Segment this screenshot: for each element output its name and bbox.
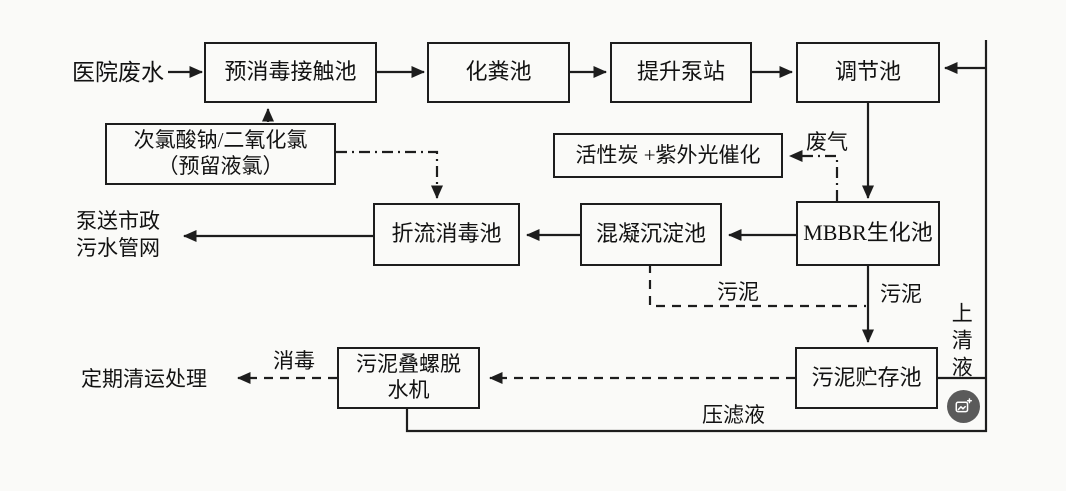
node-label: 预消毒接触池 (224, 59, 357, 85)
node-chemical-dosing: 次氯酸钠/二氧化氯 （预留液氯） (105, 123, 336, 185)
label-disinfection: 消毒 (273, 349, 315, 373)
node-sludge-dewatering-machine: 污泥叠螺脱 水机 (337, 347, 480, 409)
label-periodic-disposal: 定期清运处理 (81, 367, 207, 391)
node-label-line1: 次氯酸钠/二氧化氯 (133, 128, 308, 153)
node-activated-carbon-uv: 活性炭 +紫外光催化 (553, 133, 783, 178)
label-supernatant: 上清液 (949, 302, 974, 383)
node-mbbr-tank: MBBR生化池 (796, 201, 940, 266)
node-label-line2: （预留液氯） (157, 154, 284, 178)
node-label-line2: 水机 (387, 378, 430, 402)
node-baffled-disinfection-tank: 折流消毒池 (373, 203, 520, 266)
edge-filter-press-line (405, 409, 987, 433)
node-coagulation-sedimentation-tank: 混凝沉淀池 (580, 203, 722, 266)
edge-chemical-to-baffled-dashdot (336, 150, 443, 199)
image-plus-icon (955, 398, 972, 413)
label-sludge-coagulation: 污泥 (717, 280, 759, 304)
node-regulating-tank: 调节池 (796, 42, 940, 103)
node-label: 调节池 (834, 59, 901, 85)
node-label: MBBR生化池 (803, 220, 933, 246)
node-label: 折流消毒池 (391, 221, 502, 247)
node-label: 活性炭 +紫外光催化 (575, 142, 761, 167)
edge-wastegas-to-carbon-dashdot (789, 150, 839, 201)
node-label: 混凝沉淀池 (595, 221, 706, 247)
node-label: 提升泵站 (636, 59, 725, 85)
label-municipal-network: 泵送市政 污水管网 (76, 208, 160, 262)
node-label: 污泥贮存池 (811, 364, 922, 390)
node-label-line1: 污泥叠螺脱 (356, 352, 461, 377)
node-lift-pump-station: 提升泵站 (610, 42, 752, 103)
label-hospital-wastewater: 医院废水 (72, 60, 164, 85)
save-image-button[interactable] (947, 390, 980, 423)
label-line2: 污水管网 (76, 236, 160, 260)
node-septic-tank: 化粪池 (427, 42, 570, 103)
label-line1: 泵送市政 (76, 209, 160, 233)
label-filter-press-liquid: 压滤液 (702, 403, 765, 427)
label-sludge-mbbr: 污泥 (880, 282, 922, 306)
node-label: 化粪池 (465, 59, 532, 85)
label-waste-gas: 废气 (806, 130, 848, 154)
node-pre-disinfection-tank: 预消毒接触池 (204, 42, 377, 103)
node-sludge-storage-tank: 污泥贮存池 (795, 347, 938, 409)
